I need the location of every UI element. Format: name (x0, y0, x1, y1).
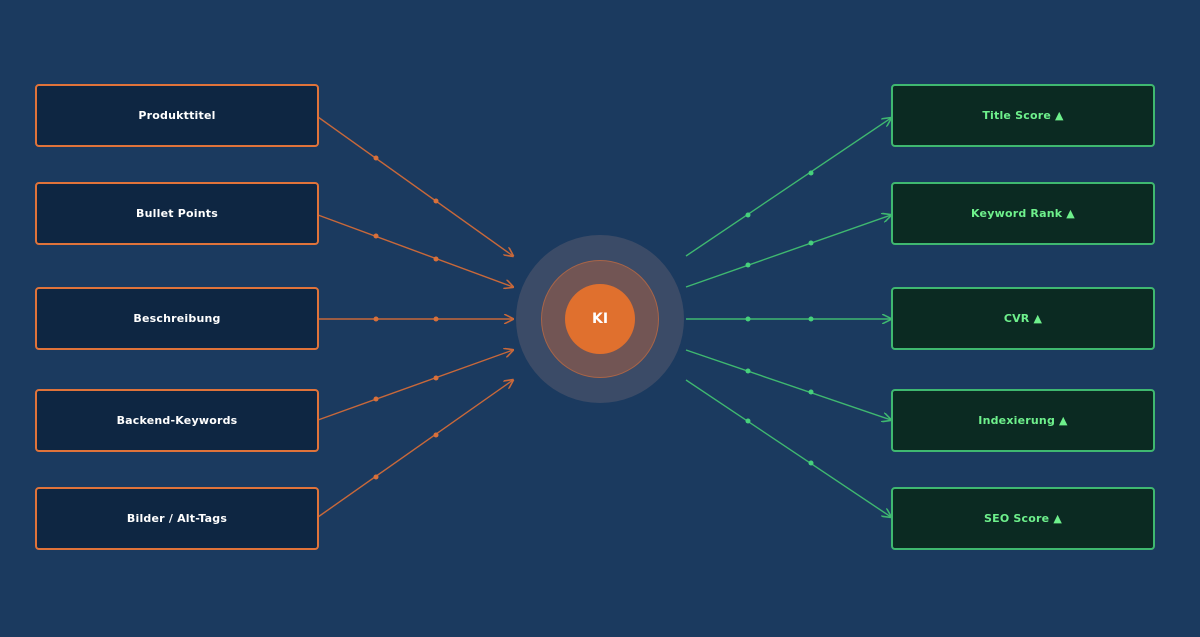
output-node-keyword-rank: Keyword Rank ▲ (891, 182, 1155, 245)
input-node-label: Backend-Keywords (116, 414, 238, 427)
input-node-produkttitel: Produkttitel (35, 84, 319, 147)
input-node-beschreibung: Beschreibung (35, 287, 319, 350)
input-connector (317, 116, 513, 256)
flow-dot (433, 316, 439, 322)
input-node-label: Bilder / Alt-Tags (126, 512, 228, 525)
flow-dot (808, 460, 814, 466)
flow-dot (745, 316, 751, 322)
flow-dot (745, 212, 751, 218)
input-node-backend-keywords: Backend-Keywords (35, 389, 319, 452)
hub-label: KI (591, 311, 609, 327)
flow-dot (373, 474, 379, 480)
output-node-label: SEO Score ▲ (984, 512, 1062, 525)
flow-dot (808, 389, 814, 395)
input-connector (317, 214, 513, 287)
output-connector (685, 215, 891, 288)
flow-dot (433, 198, 439, 204)
output-node-label: CVR ▲ (1003, 312, 1043, 325)
output-node-label: Keyword Rank ▲ (971, 207, 1075, 220)
output-connector (685, 349, 891, 420)
input-node-label: Produkttitel (138, 109, 216, 122)
flow-dot (808, 316, 814, 322)
output-node-cvr: CVR ▲ (891, 287, 1155, 350)
flow-dot (745, 368, 751, 374)
input-node-bilder-alt-tags: Bilder / Alt-Tags (35, 487, 319, 550)
flow-dot (433, 432, 439, 438)
output-node-seo-score: SEO Score ▲ (891, 487, 1155, 550)
input-connector (317, 350, 513, 421)
output-connector (685, 379, 891, 517)
flow-dot (433, 375, 439, 381)
flow-dot (808, 240, 814, 246)
input-connector (317, 380, 513, 518)
output-node-label: Title Score ▲ (982, 109, 1064, 122)
flow-dot (373, 396, 379, 402)
output-node-title-score: Title Score ▲ (891, 84, 1155, 147)
output-node-label: Indexierung ▲ (978, 414, 1068, 427)
flow-dot (745, 262, 751, 268)
flow-dot (373, 233, 379, 239)
input-node-bullet-points: Bullet Points (35, 182, 319, 245)
flow-dot (745, 418, 751, 424)
flow-dot (808, 170, 814, 176)
hub-core: KI (565, 284, 635, 354)
output-node-indexierung: Indexierung ▲ (891, 389, 1155, 452)
flow-dot (433, 256, 439, 262)
flow-dot (373, 155, 379, 161)
output-connector (685, 118, 891, 257)
input-node-label: Beschreibung (133, 312, 221, 325)
flow-dot (373, 316, 379, 322)
input-node-label: Bullet Points (136, 207, 218, 220)
